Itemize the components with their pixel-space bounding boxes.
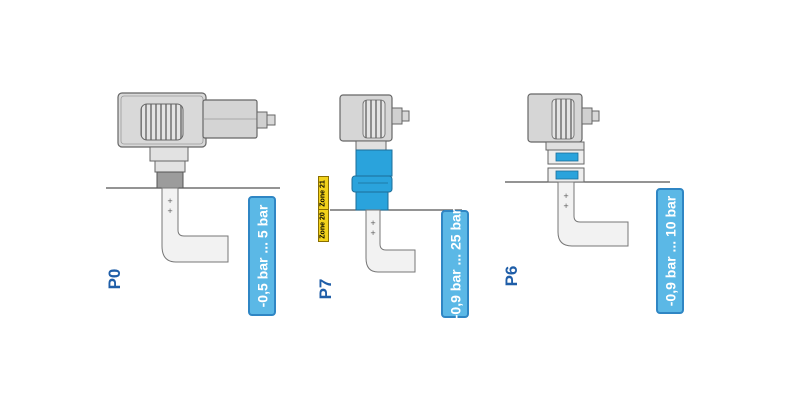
pressure-range-text: -0,9 bar ... 25 bar [447, 208, 463, 320]
zone-label-20: Zone 20 [318, 208, 329, 242]
zone-text: Zone 21 [320, 179, 328, 207]
svg-text:+: + [370, 229, 376, 237]
p7-device-drawing: + + [330, 94, 462, 273]
svg-text:+: + [563, 202, 569, 210]
svg-text:+: + [370, 219, 376, 227]
svg-text:+: + [563, 192, 569, 200]
pressure-range-badge-p6: -0,9 bar ... 10 bar [656, 188, 684, 314]
zone-text: Zone 20 [320, 211, 328, 239]
pressure-range-text: -0,9 bar ... 10 bar [662, 195, 678, 307]
svg-text:+: + [167, 207, 173, 215]
model-label-p7: P7 [316, 278, 335, 300]
svg-text:+: + [167, 197, 173, 205]
p0-device-drawing: + + [106, 92, 280, 263]
zone-label-21: Zone 21 [318, 176, 329, 210]
pressure-range-badge-p0: -0,5 bar ... 5 bar [248, 196, 276, 316]
p6-device-drawing: + + [505, 93, 670, 247]
pressure-range-badge-p7: -0,9 bar ... 25 bar [441, 208, 469, 320]
model-label-p6: P6 [502, 265, 521, 287]
pressure-range-text: -0,5 bar ... 5 bar [254, 204, 270, 308]
model-label-p0: P0 [105, 268, 124, 290]
